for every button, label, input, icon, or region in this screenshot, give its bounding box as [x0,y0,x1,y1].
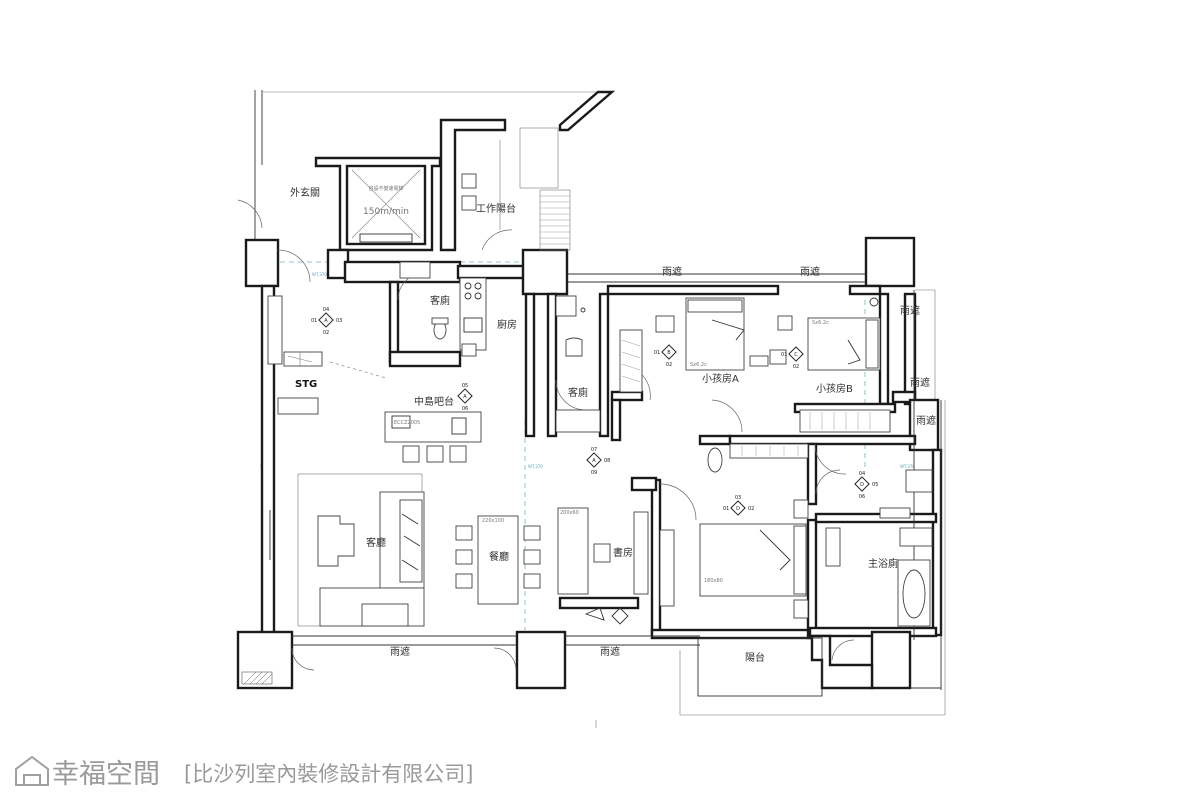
svg-text:02: 02 [748,506,754,512]
canopy-label: 雨遮 [916,414,936,427]
svg-text:05: 05 [872,482,878,488]
watermark-brand: 幸福空間 [52,759,160,790]
label-storage: STG [295,379,317,390]
svg-text:Sx6.2c: Sx6.2c [812,320,829,326]
view-markers: A 04 03 02 01 A 05 06 A 07 08 09 B 02 01… [311,307,878,516]
site-lines [254,90,946,728]
label-dining-room: 餐廳 [489,550,509,563]
svg-text:01: 01 [654,350,660,356]
svg-text:WT.370: WT.370 [528,464,543,469]
svg-text:Sx6.2c: Sx6.2c [690,362,707,368]
elevator-label: 自設不變速電梯 [368,185,403,192]
svg-text:08: 08 [604,458,610,464]
label-guest-bath-2: 客廁 [568,386,588,399]
canopy-label: 雨遮 [390,645,410,658]
label-living-room: 客廳 [366,536,386,549]
svg-text:09: 09 [591,470,597,476]
svg-text:02: 02 [666,362,672,368]
svg-text:D: D [860,482,864,488]
svg-text:02: 02 [793,364,799,370]
svg-text:WT.370: WT.370 [312,272,327,277]
fixtures: ECCZ2005 [267,261,933,627]
svg-text:D: D [736,506,740,512]
room-labels: 外玄關 工作陽台 客廁 廚房 客廁 小孩房A 小孩房B STG 中島吧台 客廳 … [290,186,898,664]
watermark-company: [比沙列室內裝修設計有限公司] [184,762,473,786]
label-balcony: 陽台 [745,651,765,664]
svg-text:04: 04 [323,307,329,313]
label-entrance: 外玄關 [290,186,320,199]
svg-text:03: 03 [336,318,342,324]
svg-text:B: B [667,350,671,356]
label-island-bar: 中島吧台 [414,395,454,408]
work-balcony-area [461,127,571,251]
label-work-balcony: 工作陽台 [476,202,516,215]
svg-text:ECCZ2005: ECCZ2005 [394,420,420,426]
svg-text:01: 01 [781,352,787,358]
furniture: Sx6.2c Sx6.2c 180x80 220x100 [269,297,881,627]
svg-text:03: 03 [735,495,741,501]
svg-text:05: 05 [462,383,468,389]
svg-text:02: 02 [323,330,329,336]
view-marker-3: A 07 08 09 [586,447,610,476]
view-marker-1: A 04 03 02 01 [311,307,342,336]
elevator: 自設不變速電梯 150m/min [351,169,421,243]
study-desk-size: 200x60 [560,510,579,516]
svg-text:WT.370: WT.370 [900,464,915,469]
svg-text:04: 04 [859,471,865,477]
view-marker-6: D 03 02 01 [723,495,754,516]
watermark: 幸福空間 [比沙列室內裝修設計有限公司] [15,755,473,790]
svg-text:A: A [592,458,596,464]
house-icon [15,755,49,786]
canopy-label: 雨遮 [800,265,820,278]
view-marker-5: C 02 01 [781,346,804,370]
label-kitchen: 廚房 [497,318,517,331]
label-study: 書房 [613,546,633,559]
walls [236,90,943,697]
label-kids-room-a: 小孩房A [702,372,739,385]
canopy-label: 雨遮 [662,265,682,278]
doors [237,199,855,671]
svg-text:01: 01 [311,318,317,324]
canopy-labels: 雨遮 雨遮 雨遮 雨遮 雨遮 雨遮 雨遮 [390,265,936,658]
svg-text:07: 07 [591,447,597,453]
canopy-label: 雨遮 [910,376,930,389]
svg-text:06: 06 [859,494,865,500]
canopy-label: 雨遮 [900,304,920,317]
svg-text:06: 06 [462,406,468,412]
svg-text:01: 01 [723,506,729,512]
dining-table-size: 220x100 [482,518,504,524]
svg-text:A: A [463,394,467,400]
label-master-bath: 主浴廁 [868,557,898,570]
svg-text:A: A [324,318,328,324]
canopy-label: 雨遮 [600,645,620,658]
label-kids-room-b: 小孩房B [816,382,853,395]
view-marker-4: B 02 01 [654,344,677,368]
view-marker-2: A 05 06 [457,383,473,412]
view-marker-7: D 04 05 06 [854,471,878,500]
elevator-speed: 150m/min [363,207,409,217]
label-guest-bath-1: 客廁 [430,294,450,307]
master-bed-size: 180x80 [704,578,723,584]
svg-text:C: C [794,352,798,358]
